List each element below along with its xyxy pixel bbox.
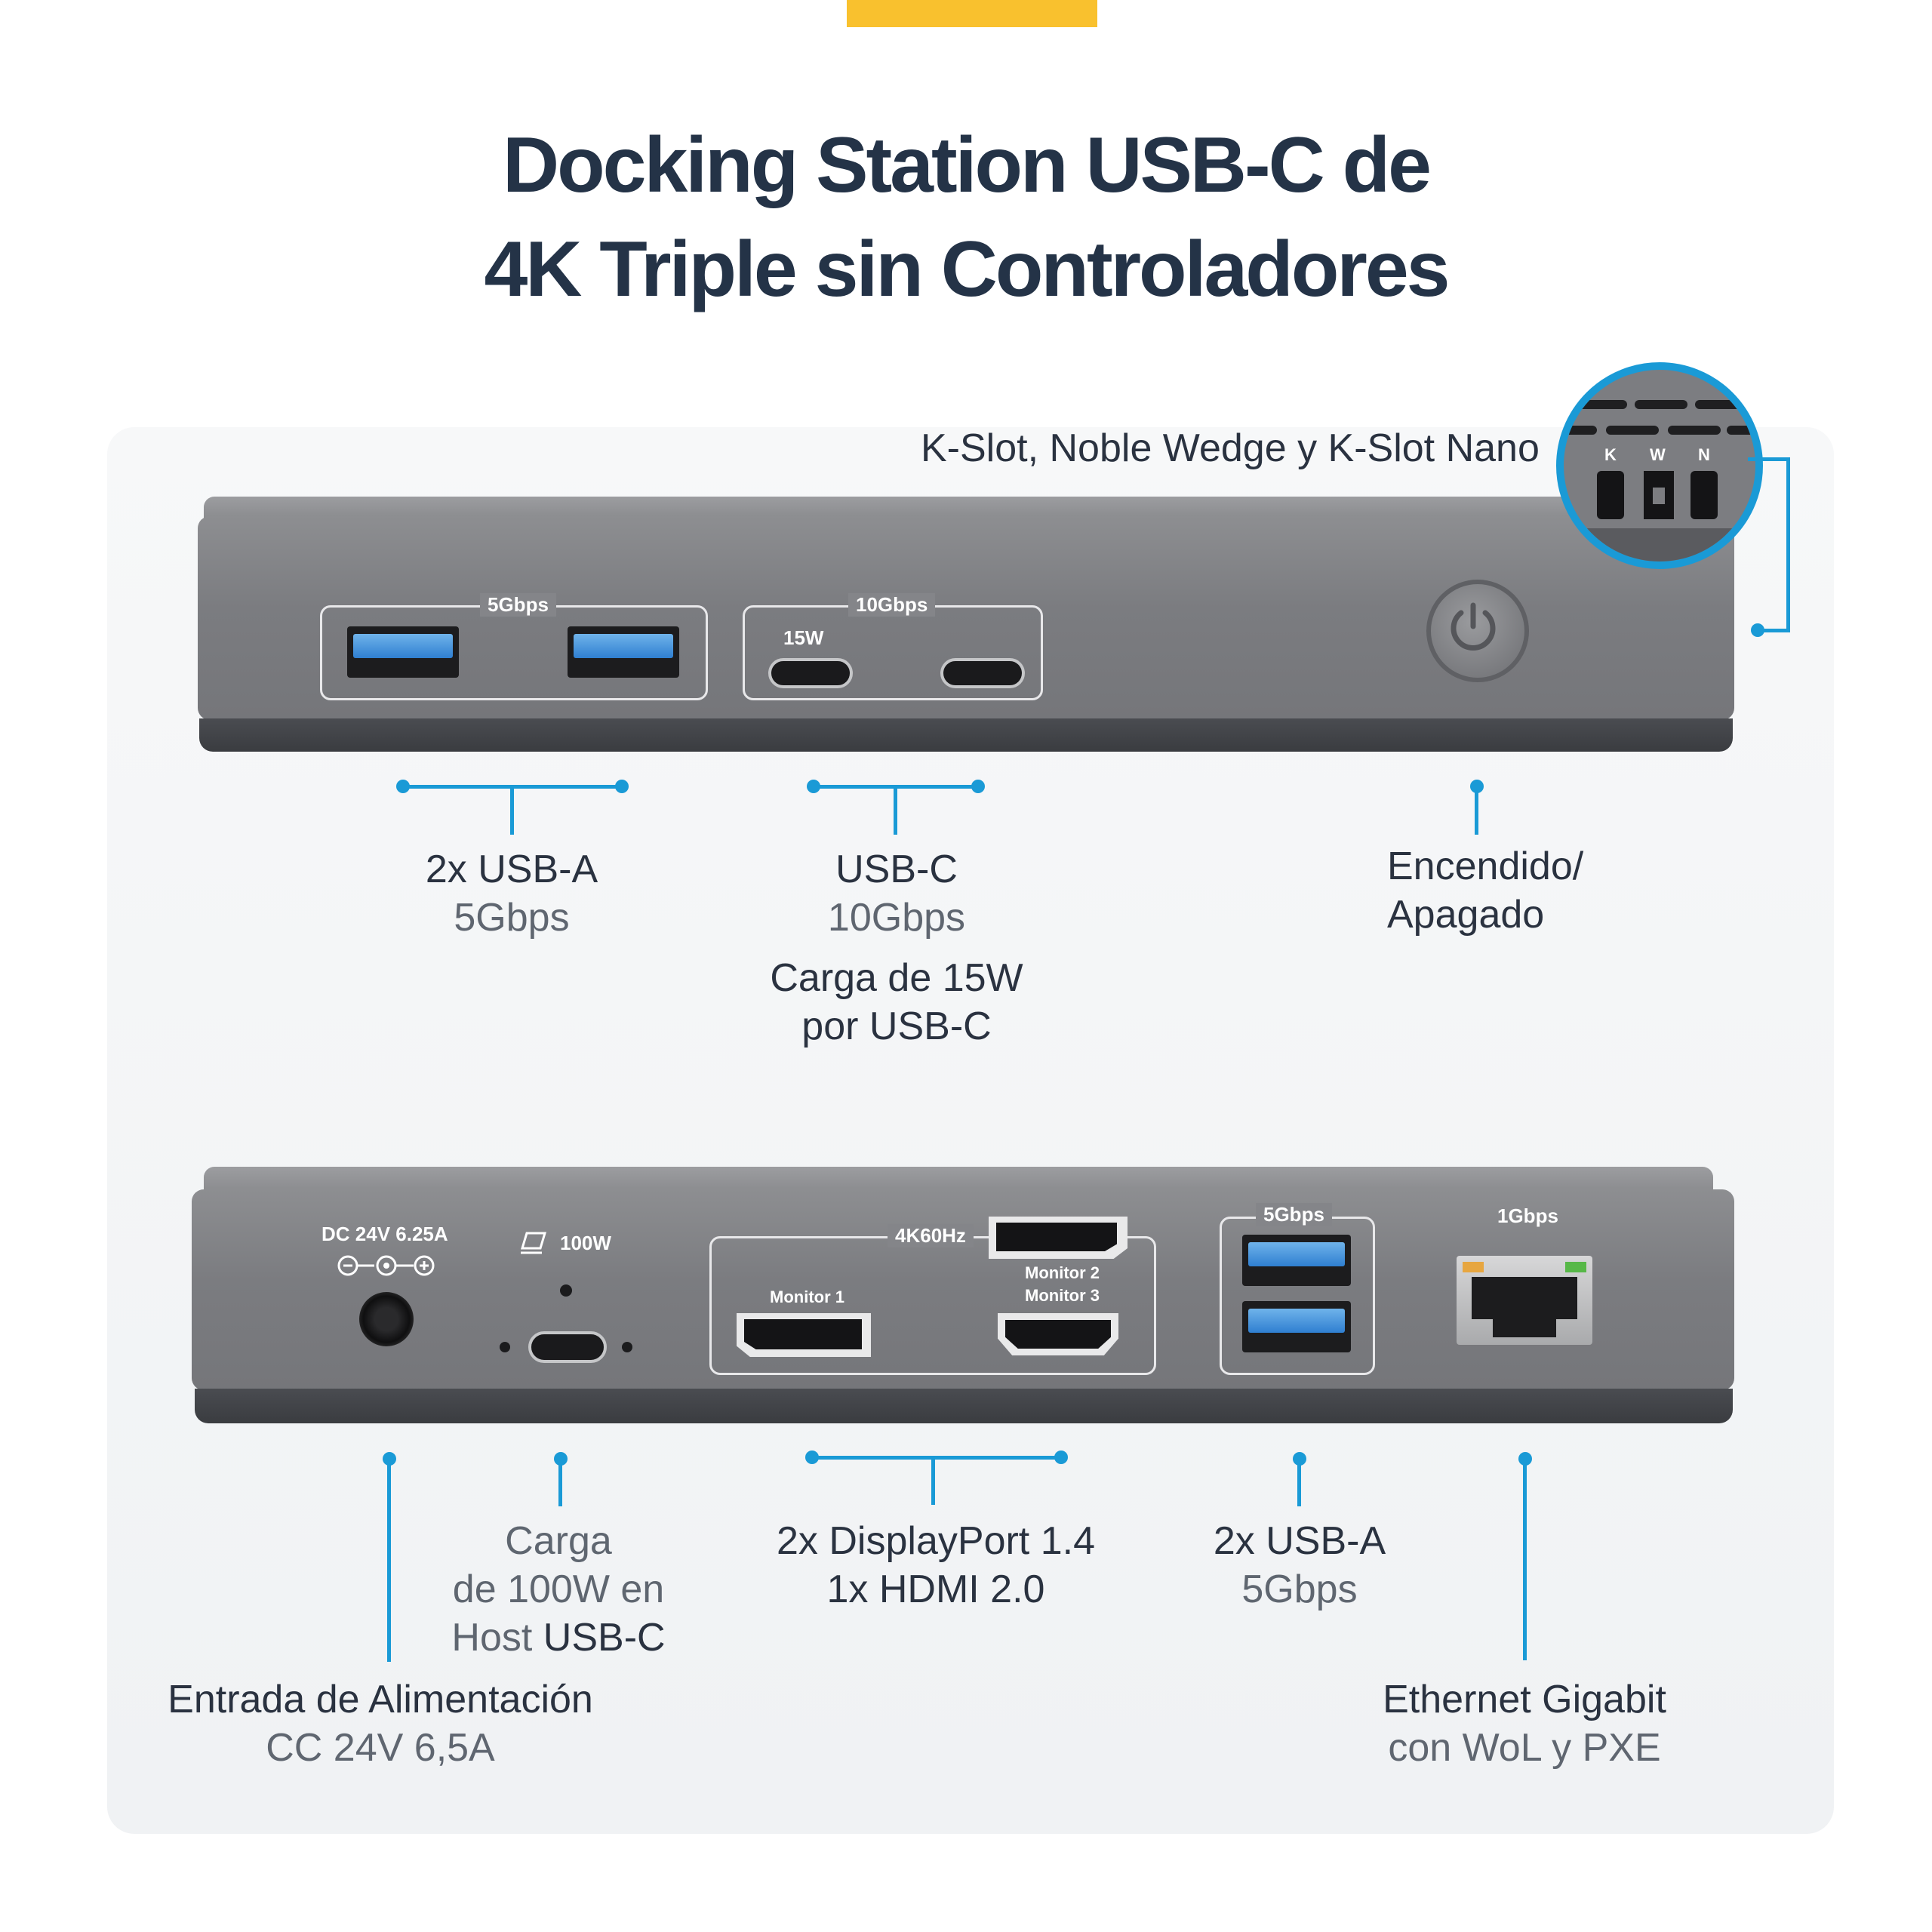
callout-rear-usba-title: 2x USB-A (1213, 1519, 1386, 1563)
rear-usba-label: 5Gbps (1256, 1203, 1332, 1226)
rear-monitor3-label: Monitor 3 (1025, 1286, 1100, 1305)
callout-front-usbc-extra2: por USB-C (801, 1004, 992, 1048)
front-power-stem (1475, 785, 1478, 835)
callout-front-usba-title: 2x USB-A (425, 848, 598, 891)
kslot-w (1644, 471, 1674, 519)
front-usba-port-1 (347, 626, 459, 678)
title-line-1: Docking Station USB-C de (502, 122, 1432, 209)
rear-host-stem (558, 1458, 562, 1506)
callout-front-usbc: USB-C 10Gbps Carga de 15W por USB-C (746, 845, 1048, 1051)
power-icon (1451, 602, 1496, 651)
callout-rear-host: Carga de 100W en Host USB-C (408, 1517, 709, 1662)
kslot-letter-n: N (1698, 445, 1710, 464)
callout-rear-usba-sub: 5Gbps (1241, 1567, 1358, 1611)
front-usba-port-2 (568, 626, 679, 678)
callout-front-power-line2: Apagado (1387, 893, 1545, 937)
rear-usba-port-2 (1242, 1301, 1351, 1352)
rear-video-bracket (812, 1456, 1061, 1460)
front-usbc-port-2 (940, 658, 1025, 688)
rear-host-usbc-port (528, 1331, 607, 1363)
callout-rear-power-sub: CC 24V 6,5A (266, 1726, 495, 1770)
rear-eth-stem (1523, 1458, 1527, 1660)
front-usbc-port-label: 15W (783, 626, 824, 649)
kslot-label-text: K-Slot, Noble Wedge y K-Slot Nano (921, 426, 1540, 470)
callout-rear-video-line2: 1x HDMI 2.0 (826, 1567, 1045, 1611)
callout-rear-video: 2x DisplayPort 1.4 1x HDMI 2.0 (762, 1517, 1109, 1614)
callout-front-usbc-sub: 10Gbps (827, 896, 966, 940)
title-line-2: 4K Triple sin Controladores (484, 226, 1450, 313)
callout-rear-ethernet-sub: con WoL y PXE (1388, 1726, 1661, 1770)
front-usbc-stem (894, 785, 897, 835)
callout-rear-ethernet: Ethernet Gigabit con WoL y PXE (1336, 1675, 1713, 1772)
kslot-letter-k: K (1604, 445, 1617, 464)
rear-power-stem (387, 1458, 391, 1662)
kslot-connector-h2 (1758, 629, 1790, 632)
callout-front-power: Encendido/ Apagado (1387, 842, 1583, 939)
rear-video-label: 4K60Hz (888, 1224, 974, 1247)
callout-rear-power-title: Entrada de Alimentación (168, 1678, 593, 1721)
callout-front-usba-sub: 5Gbps (454, 896, 570, 940)
power-button (1426, 580, 1529, 682)
rear-video-dot-r (1054, 1451, 1068, 1464)
rear-dc-jack (359, 1292, 414, 1346)
front-device-base (199, 718, 1733, 752)
callout-front-usba: 2x USB-A 5Gbps (361, 845, 663, 942)
rear-device-base (195, 1389, 1733, 1423)
kslot-label: K-Slot, Noble Wedge y K-Slot Nano (921, 424, 1540, 472)
kslot-k (1597, 471, 1624, 519)
accent-bar (847, 0, 1097, 27)
rear-device-top (204, 1167, 1713, 1192)
callout-rear-host-line1: Carga (505, 1519, 612, 1563)
front-usbc-port-1 (768, 658, 853, 688)
front-device-top (204, 497, 1713, 519)
rear-video-dot-l (805, 1451, 819, 1464)
front-usba-dot-r (615, 780, 629, 793)
callout-rear-host-line2: de 100W en (452, 1567, 665, 1611)
rear-displayport-1 (737, 1313, 871, 1357)
callout-front-usbc-extra1: Carga de 15W (770, 956, 1023, 1000)
rear-monitor2-label: Monitor 2 (1025, 1263, 1100, 1282)
kslot-dot (1751, 623, 1764, 637)
rear-video-stem (931, 1457, 935, 1505)
kslot-magnifier: K W N (1556, 362, 1763, 569)
kslot-connector-v (1786, 457, 1790, 632)
callout-rear-host-line3a: Host (451, 1616, 543, 1660)
polarity-icon (337, 1255, 435, 1276)
front-usba-dot-l (396, 780, 410, 793)
kslot-n (1690, 471, 1718, 519)
rear-usba-port-1 (1242, 1235, 1351, 1286)
callout-rear-usba: 2x USB-A 5Gbps (1149, 1517, 1451, 1614)
rear-displayport-2 (989, 1217, 1128, 1259)
front-usbc-dot-r (971, 780, 985, 793)
callout-rear-video-line1: 2x DisplayPort 1.4 (777, 1519, 1095, 1563)
rear-eth-label: 1Gbps (1497, 1204, 1558, 1227)
callout-front-power-line1: Encendido/ (1387, 844, 1584, 888)
kslot-letter-w: W (1650, 445, 1666, 464)
rear-monitor1-label: Monitor 1 (770, 1287, 844, 1306)
kslot-connector-h1 (1748, 457, 1790, 461)
laptop-icon (520, 1232, 547, 1254)
callout-rear-host-line3b: USB-C (543, 1616, 666, 1660)
callout-front-usbc-title: USB-C (835, 848, 958, 891)
rear-usba-stem (1297, 1458, 1301, 1506)
page-title: Docking Station USB-C de 4K Triple sin C… (0, 113, 1932, 321)
callout-rear-power: Entrada de Alimentación CC 24V 6,5A (154, 1675, 607, 1772)
rear-host-label: 100W (560, 1232, 611, 1254)
rear-ethernet-port (1457, 1256, 1592, 1345)
rear-hdmi-port (998, 1313, 1118, 1355)
front-usbc-group-label: 10Gbps (848, 593, 936, 617)
front-usba-stem (510, 785, 514, 835)
front-usba-group-label: 5Gbps (480, 593, 556, 617)
front-usbc-dot-l (807, 780, 820, 793)
callout-rear-ethernet-title: Ethernet Gigabit (1383, 1678, 1666, 1721)
rear-dc-label: DC 24V 6.25A (321, 1223, 448, 1245)
